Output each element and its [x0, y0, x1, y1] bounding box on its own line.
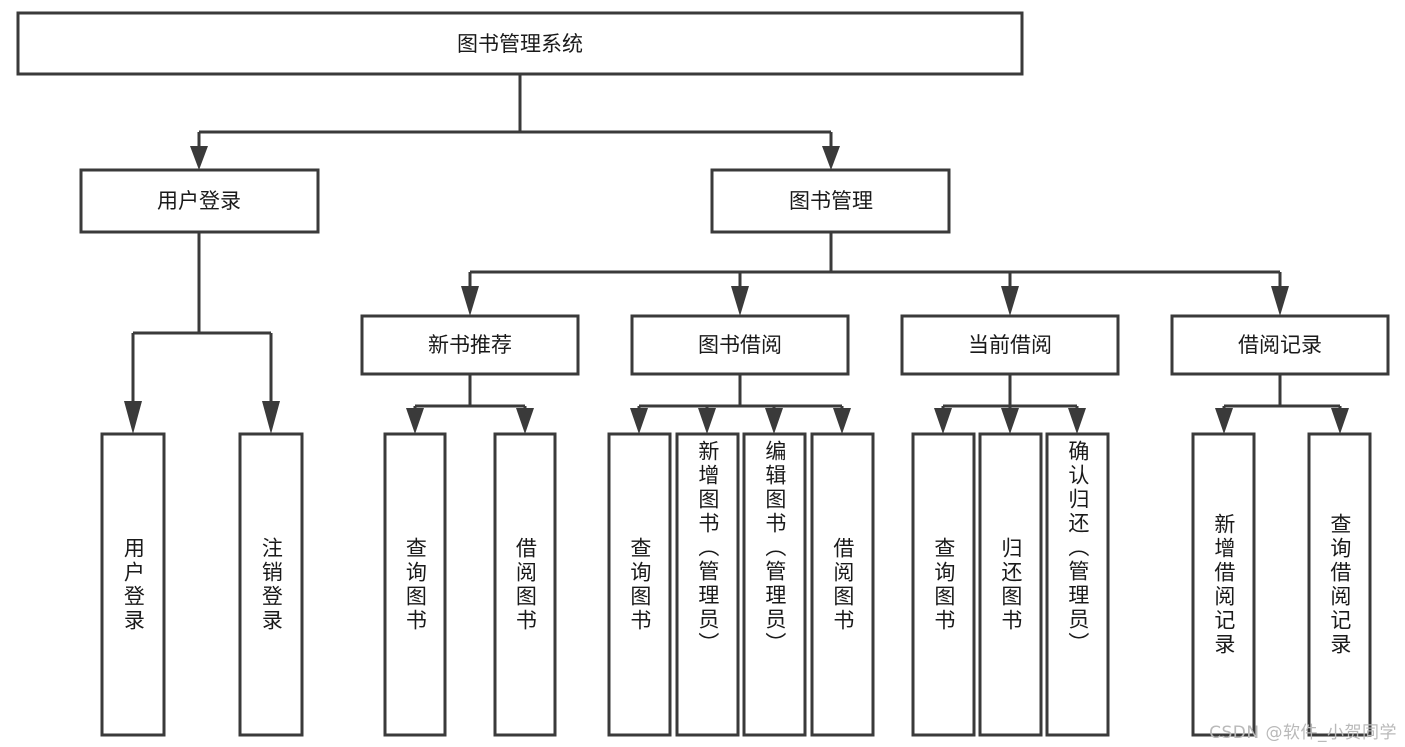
connector-group-root-to-level2 — [190, 74, 840, 170]
arrow-head-leaf-add-book — [698, 408, 716, 434]
node-book-borrow-box[interactable] — [630, 314, 850, 376]
node-user-login[interactable]: 用户登录 — [79, 168, 320, 234]
node-current-borrow[interactable]: 当前借阅 — [900, 314, 1120, 376]
node-root[interactable]: 图书管理系统 — [16, 11, 1024, 76]
leaf-box-group — [100, 432, 1372, 737]
leaf-user-login-box[interactable] — [100, 432, 166, 737]
arrow-head-leaf-borrow-book-1 — [516, 408, 534, 434]
arrow-head-book-borrow — [731, 286, 749, 316]
arrow-head-leaf-query-book-2 — [630, 408, 648, 434]
node-borrow-record-box[interactable] — [1170, 314, 1390, 376]
leaf-confirm-return-box[interactable] — [1045, 432, 1110, 737]
leaf-return-book-box[interactable] — [978, 432, 1043, 737]
arrow-head-leaf-query-book-1 — [406, 408, 424, 434]
arrow-head-leaf-edit-book — [765, 408, 783, 434]
leaf-query-book-2-box[interactable] — [607, 432, 672, 737]
node-book-borrow[interactable]: 图书借阅 — [630, 314, 850, 376]
connector-group-book-manage-to-level3 — [461, 232, 1289, 316]
node-book-manage[interactable]: 图书管理 — [710, 168, 951, 234]
connector-group-new-book-recommend-to-leaves — [406, 374, 534, 434]
leaf-query-record-box[interactable] — [1307, 432, 1372, 737]
node-new-book-recommend[interactable]: 新书推荐 — [360, 314, 580, 376]
arrow-head-leaf-add-record — [1215, 408, 1233, 434]
node-current-borrow-label: 当前借阅 — [968, 333, 1052, 357]
leaf-user-logout-box[interactable] — [238, 432, 304, 737]
node-borrow-record[interactable]: 借阅记录 — [1170, 314, 1390, 376]
node-book-manage-label: 图书管理 — [789, 189, 873, 213]
arrow-head-book-manage — [822, 146, 840, 170]
node-root-box[interactable] — [16, 11, 1024, 76]
arrow-head-leaf-borrow-book-2 — [833, 408, 851, 434]
connector-group-borrow-record-to-leaves — [1215, 374, 1349, 434]
node-current-borrow-box[interactable] — [900, 314, 1120, 376]
leaf-add-record-box[interactable] — [1191, 432, 1256, 737]
node-user-login-label: 用户登录 — [157, 189, 241, 213]
arrow-head-leaf-confirm-return — [1068, 408, 1086, 434]
node-new-book-recommend-label: 新书推荐 — [428, 333, 512, 357]
leaf-borrow-book-1-box[interactable] — [493, 432, 557, 737]
connector-group-current-borrow-to-leaves — [934, 374, 1086, 434]
leaf-query-book-3-box[interactable] — [911, 432, 976, 737]
arrow-head-leaf-query-record — [1331, 408, 1349, 434]
node-root-label: 图书管理系统 — [457, 32, 583, 56]
node-book-borrow-label: 图书借阅 — [698, 333, 782, 357]
csdn-watermark: CSDN @软件_小贺同学 — [1209, 723, 1397, 743]
leaf-add-book-box[interactable] — [675, 432, 740, 737]
node-book-manage-box[interactable] — [710, 168, 951, 234]
leaf-edit-book-box[interactable] — [742, 432, 807, 737]
arrow-head-leaf-user-login — [124, 401, 142, 434]
node-new-book-recommend-box[interactable] — [360, 314, 580, 376]
arrow-head-leaf-return-book — [1001, 408, 1019, 434]
node-user-login-box[interactable] — [79, 168, 320, 234]
arrow-head-leaf-query-book-3 — [934, 408, 952, 434]
arrow-head-borrow-record — [1271, 286, 1289, 316]
connector-group-user-login-to-leaves — [124, 232, 280, 434]
leaf-borrow-book-2-box[interactable] — [810, 432, 875, 737]
connector-group-book-borrow-to-leaves — [630, 374, 851, 434]
arrow-head-current-borrow — [1001, 286, 1019, 316]
arrow-head-new-book-recommend — [461, 286, 479, 316]
leaf-query-book-1-box[interactable] — [383, 432, 447, 737]
arrow-head-leaf-user-logout — [262, 401, 280, 434]
node-borrow-record-label: 借阅记录 — [1238, 333, 1322, 357]
arrow-head-user-login — [190, 146, 208, 170]
